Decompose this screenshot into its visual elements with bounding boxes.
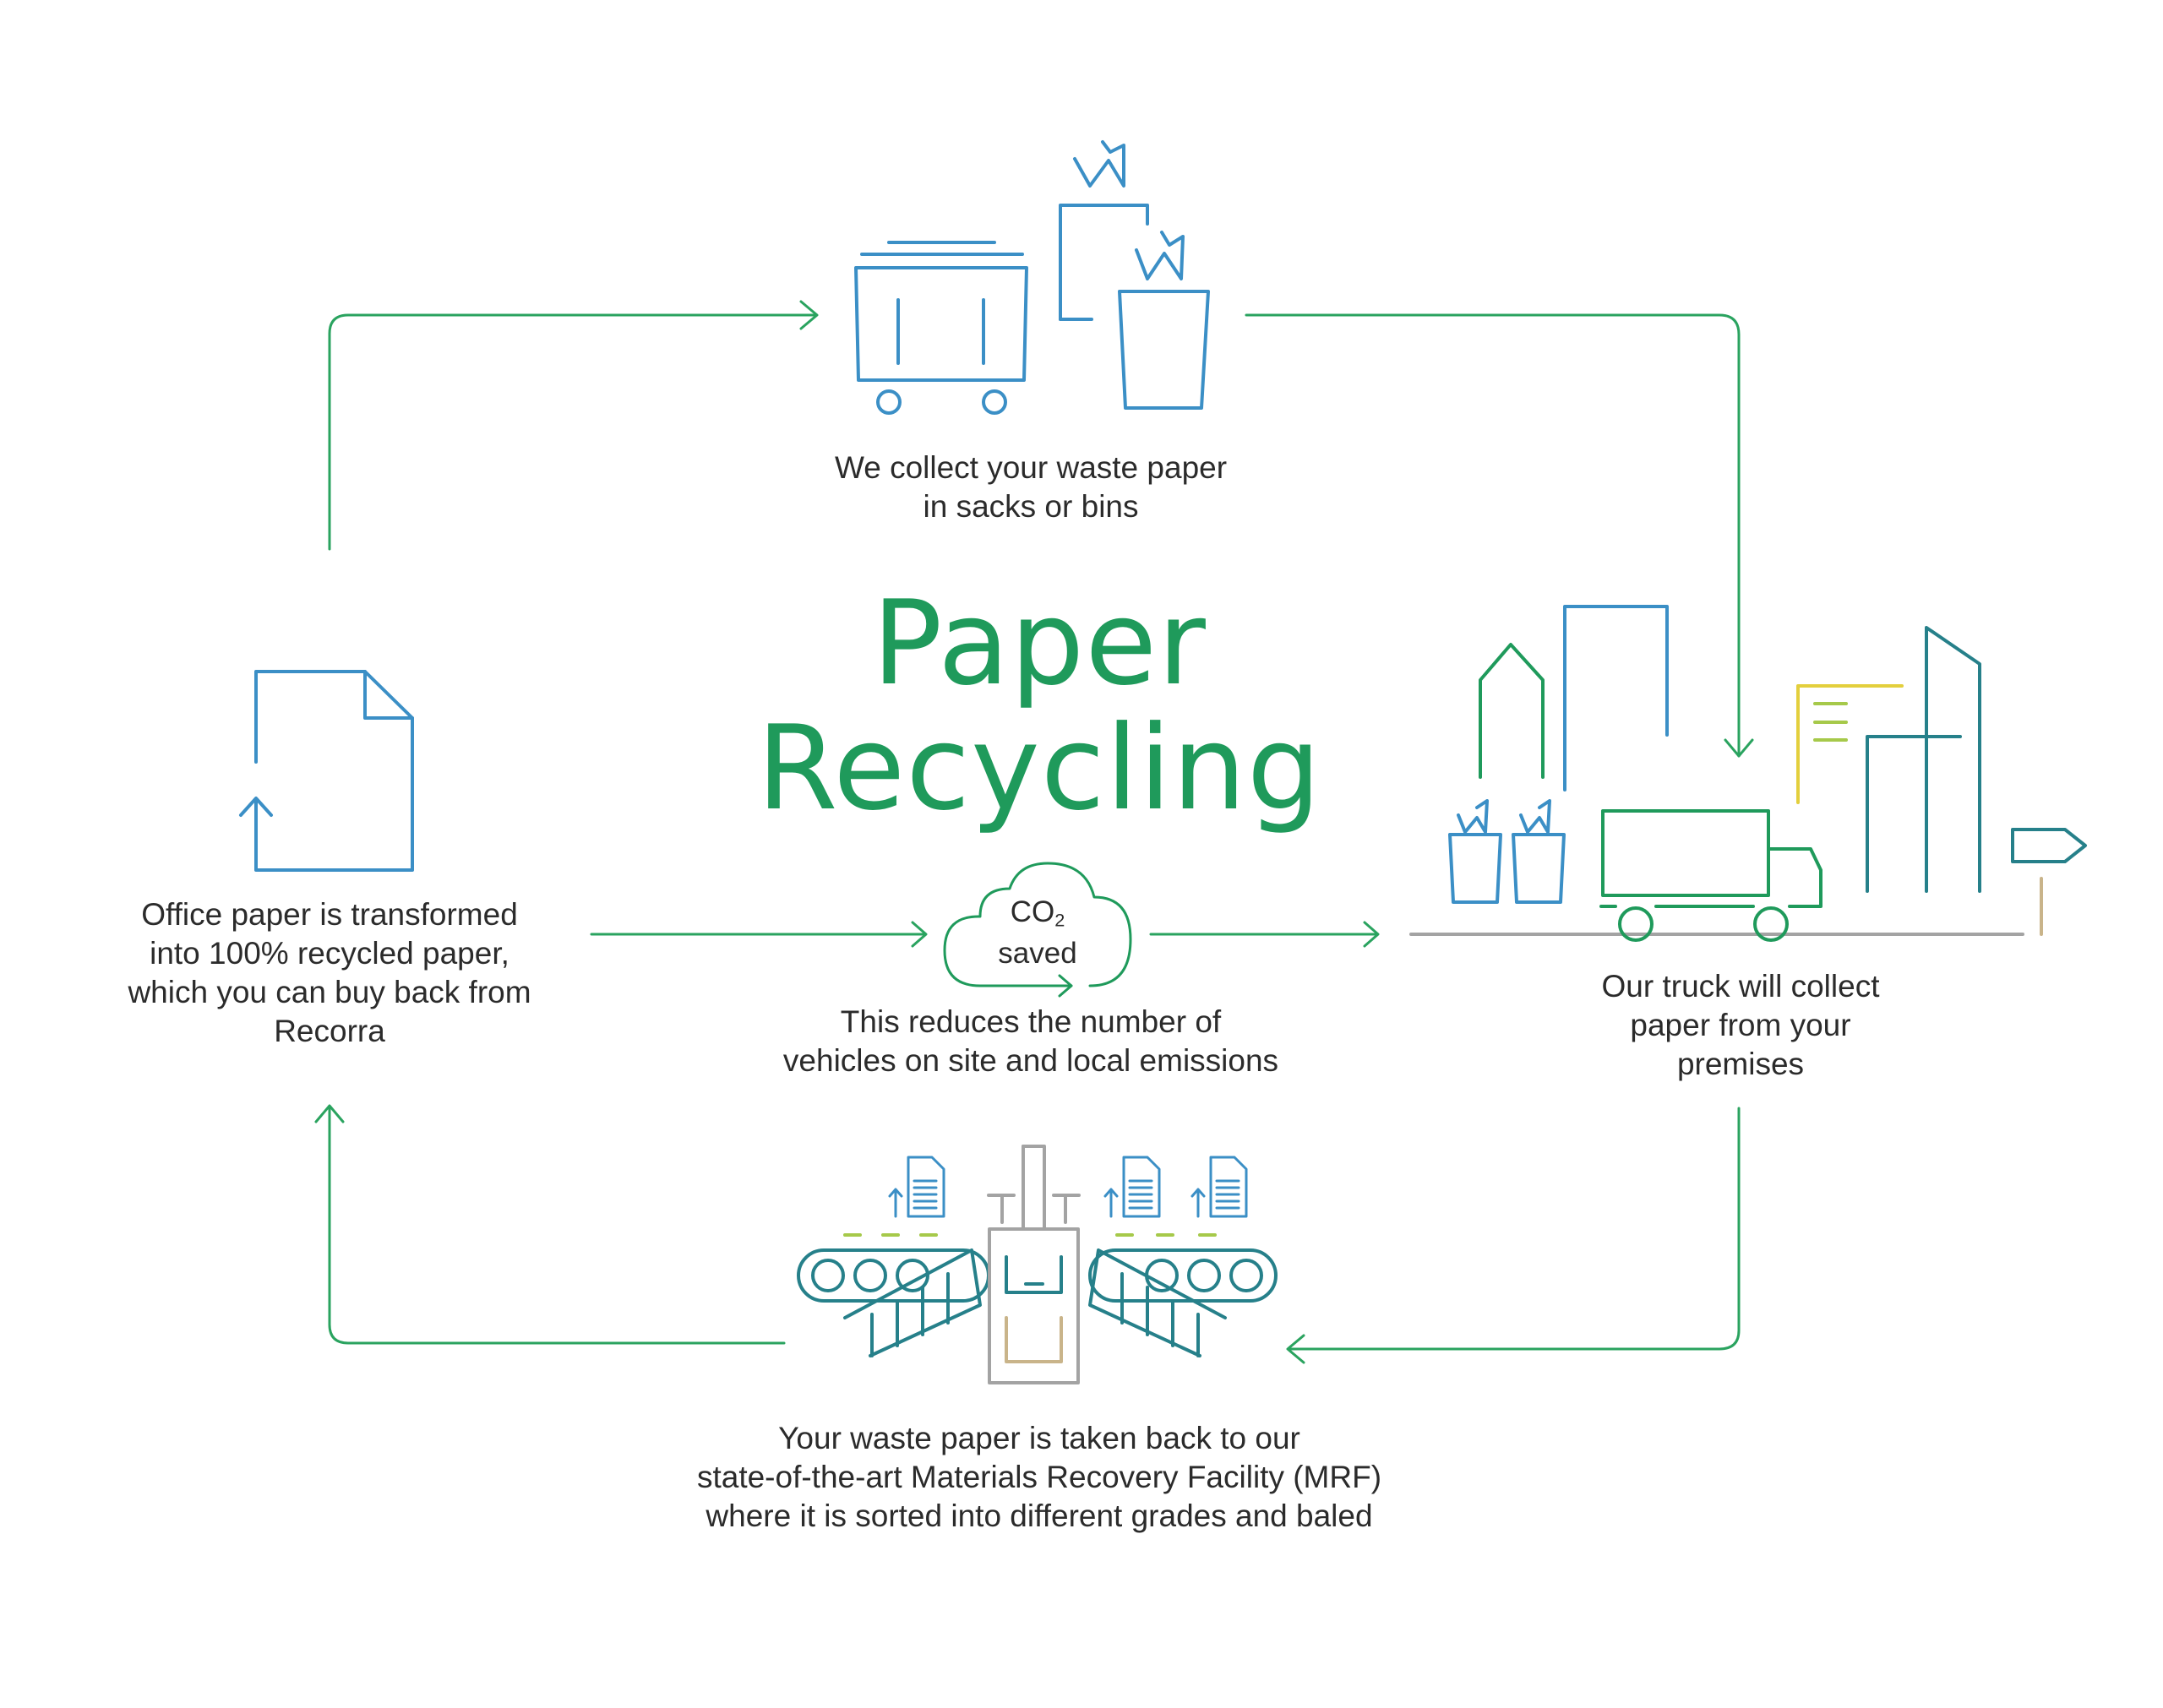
title-line-2: Recycling (756, 700, 1322, 836)
co2-cloud-icon (943, 862, 1132, 998)
step-mrf-line-2: state-of-the-art Materials Recovery Faci… (696, 1460, 1382, 1494)
arrow-left-to-top (328, 313, 817, 551)
recycled-document-icon (239, 670, 414, 872)
step-office-line-1: Office paper is transformed (141, 897, 518, 932)
step-office-line-2: into 100% recycled paper, (150, 936, 509, 971)
step-mrf-line-3: where it is sorted into different grades… (706, 1499, 1373, 1533)
co2-formula: CO2 (970, 895, 1105, 937)
sorting-facility-icon (797, 1145, 1278, 1384)
arrow-top-to-right (1245, 313, 1741, 758)
step-collect-label: We collect your waste paper in sacks or … (760, 449, 1301, 526)
arrow-right-to-bottom (1287, 1107, 1741, 1351)
co2-co: CO (1010, 895, 1055, 928)
cycle-arrows (314, 300, 1754, 1364)
step-truck-line-2: paper from your (1630, 1008, 1851, 1042)
co2-saved: saved (998, 937, 1077, 971)
arrowhead-left (314, 1104, 345, 1123)
step-truck-label: Our truck will collect paper from your p… (1496, 967, 1986, 1084)
bins-and-sacks-icon (854, 140, 1210, 415)
step-collect-line-1: We collect your waste paper (834, 450, 1228, 485)
arrowhead-co2 (911, 921, 928, 948)
step-truck-line-1: Our truck will collect (1601, 969, 1880, 1004)
co2-subscript: 2 (1054, 909, 1065, 931)
arrowhead-bottom (1286, 1334, 1305, 1364)
arrowhead-top (799, 300, 819, 330)
diagram-title: Paper Recycling (710, 581, 1369, 831)
step-office-line-4: Recorra (274, 1014, 385, 1048)
city-truck-icon (1409, 605, 2087, 942)
step-mrf-label: Your waste paper is taken back to our st… (583, 1419, 1496, 1536)
title-line-1: Paper (872, 575, 1207, 711)
step-office-label: Office paper is transformed into 100% re… (68, 895, 591, 1051)
arrow-bottom-to-left (328, 1105, 786, 1345)
step-emissions-line-1: This reduces the number of (840, 1004, 1222, 1039)
co2-label: CO2 saved (970, 895, 1105, 971)
step-office-line-3: which you can buy back from (128, 975, 531, 1009)
step-emissions-line-2: vehicles on site and local emissions (782, 1043, 1279, 1078)
step-collect-line-2: in sacks or bins (923, 489, 1139, 524)
arrowhead-truck (1363, 921, 1380, 948)
arrowhead-right (1724, 738, 1754, 758)
step-emissions-label: This reduces the number of vehicles on s… (727, 1003, 1335, 1080)
step-mrf-line-1: Your waste paper is taken back to our (778, 1421, 1300, 1455)
step-truck-line-3: premises (1676, 1047, 1805, 1081)
